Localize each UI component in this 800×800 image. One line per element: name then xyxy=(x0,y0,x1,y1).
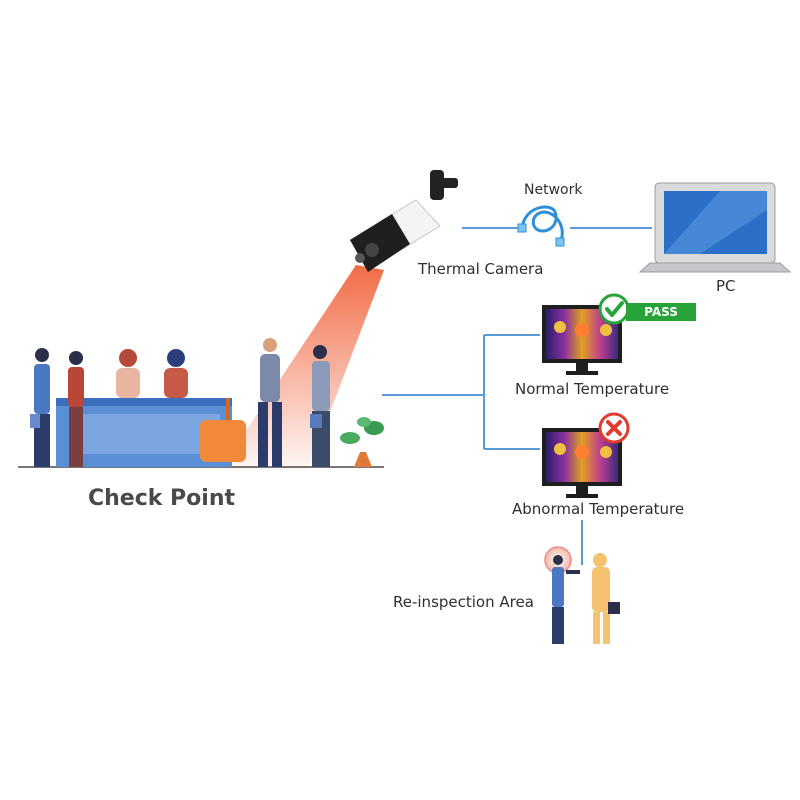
laptop-pc-icon xyxy=(638,182,792,273)
network-cable-icon xyxy=(517,205,565,247)
cross-icon xyxy=(598,412,630,444)
label-pc: PC xyxy=(716,277,736,295)
thermal-camera xyxy=(349,170,458,272)
label-reinspection-area: Re-inspection Area xyxy=(393,593,534,611)
check-point-scene xyxy=(18,338,384,468)
pass-badge: PASS xyxy=(626,303,696,321)
label-thermal-camera: Thermal Camera xyxy=(418,260,544,278)
check-icon xyxy=(598,293,630,325)
reinspection-scene xyxy=(544,546,620,644)
label-abnormal-temperature: Abnormal Temperature xyxy=(512,500,685,518)
label-normal-temperature: Normal Temperature xyxy=(515,380,670,398)
label-network: Network xyxy=(524,182,583,198)
label-check-point: Check Point xyxy=(88,486,236,511)
connector-lines xyxy=(382,227,652,565)
